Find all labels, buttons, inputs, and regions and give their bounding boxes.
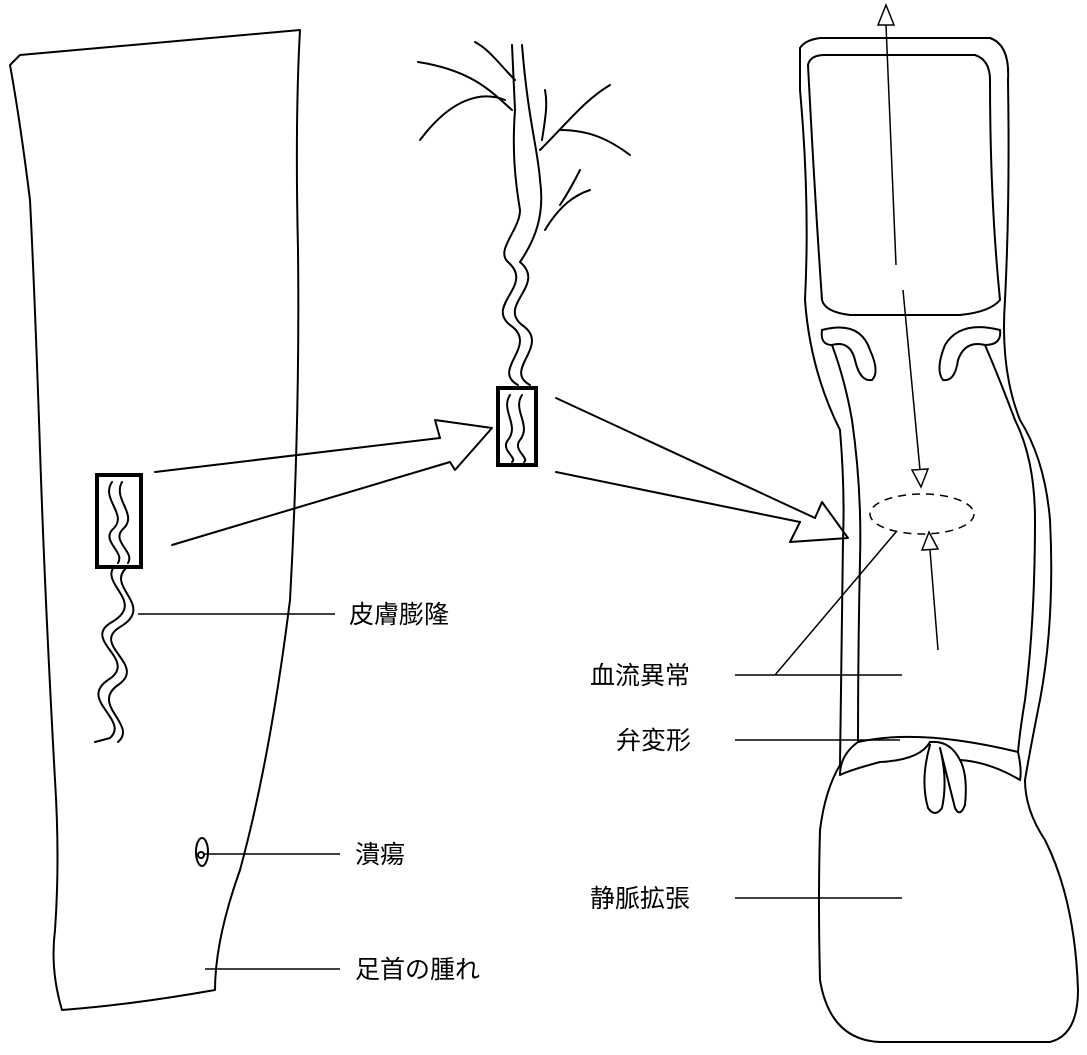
- tree-magnify-box: [498, 388, 536, 465]
- vein-branch-4: [540, 85, 610, 150]
- varicose-vein-wavy: [95, 560, 125, 742]
- label-vein-dilation: 静脈拡張: [590, 884, 690, 913]
- arrow-leg-to-tree-head: [435, 420, 492, 470]
- arrow-tree-to-vein-bottom: [556, 472, 800, 522]
- vein-lumen-left-wall: [832, 345, 860, 742]
- vein-tree-trunk-left: [503, 45, 520, 385]
- arrow-tree-to-vein-top: [556, 398, 815, 518]
- leader-abnormal-flow-diagonal: [775, 532, 896, 675]
- labels: 皮膚膨隆 潰瘍 足首の腫れ 血流異常 弁変形 静脈拡張: [349, 600, 691, 984]
- vein-upper-chamber: [808, 55, 1000, 315]
- vein-tree-illustration: [418, 42, 630, 465]
- flow-arrow-down-head: [912, 469, 928, 487]
- label-valve-deformation: 弁変形: [616, 726, 691, 755]
- vein-outer-wall-right: [800, 38, 1051, 780]
- leader-lines: [138, 532, 902, 969]
- vein-lumen-right-wall: [985, 345, 1035, 752]
- vein-branch-5: [542, 90, 546, 140]
- ulcer-mark-inner: [198, 852, 204, 858]
- vein-branch-1: [418, 62, 512, 110]
- vein-branch-6: [560, 130, 630, 155]
- lower-valve-bar: [840, 737, 1021, 780]
- upper-valve-left-leaflet: [822, 328, 876, 381]
- vein-outer-wall-left: [800, 48, 1078, 1042]
- label-skin-bulge: 皮膚膨隆: [349, 600, 449, 629]
- arrow-leg-to-tree-bottom: [172, 462, 450, 545]
- vein-section-illustration: [800, 5, 1078, 1042]
- flow-arrow-up-top-head: [878, 5, 894, 25]
- label-ulcer: 潰瘍: [355, 840, 405, 869]
- label-abnormal-flow: 血流異常: [590, 661, 690, 690]
- vein-branch-3: [475, 42, 515, 80]
- arrow-leg-to-tree-top: [155, 438, 440, 472]
- vein-branch-2: [420, 96, 505, 140]
- lower-valve-leaflets: [924, 745, 965, 813]
- flow-arrow-up-bottom: [930, 550, 938, 650]
- label-ankle-swelling: 足首の腫れ: [355, 955, 480, 984]
- flow-arrow-up-top: [886, 25, 896, 265]
- vein-branch-7: [545, 190, 590, 230]
- abnormal-flow-ellipse: [870, 494, 974, 534]
- flow-arrow-down: [903, 290, 920, 470]
- upper-valve-right-leaflet: [939, 327, 1000, 380]
